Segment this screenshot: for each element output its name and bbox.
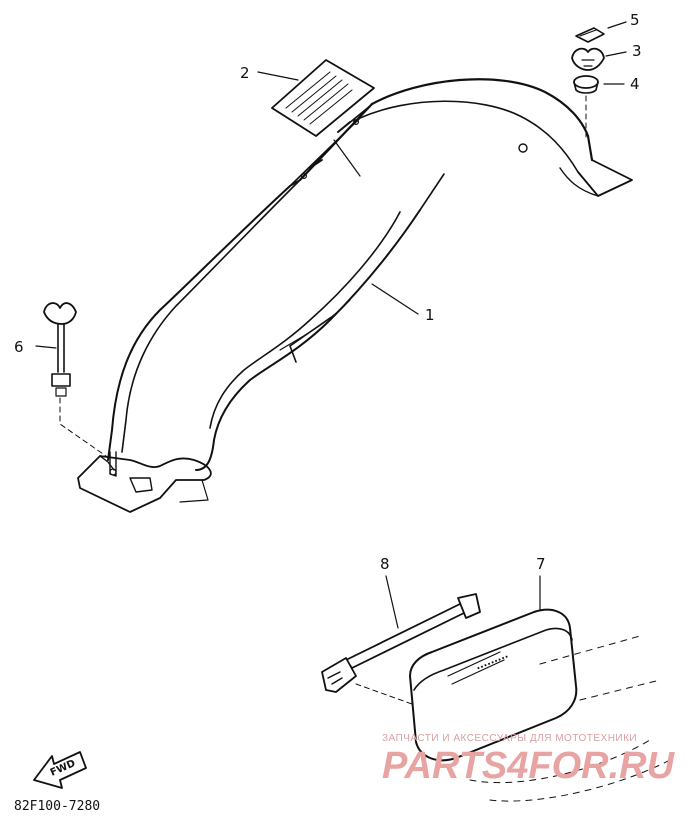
- watermark: ЗАПЧАСТИ И АКСЕССУАРЫ ДЛЯ МОТОТЕХНИКИ PA…: [382, 733, 676, 787]
- callout-5: 5: [630, 11, 640, 29]
- part-code: 82F100-7280: [14, 799, 100, 814]
- callout-6: 6: [14, 338, 24, 356]
- grommet: [573, 75, 625, 141]
- callout-1: 1: [425, 306, 435, 324]
- callout-3: 3: [632, 42, 642, 60]
- label-plate: [257, 59, 375, 177]
- callout-2: 2: [240, 64, 250, 82]
- clip: [575, 21, 627, 43]
- wing-nut: [571, 47, 627, 71]
- watermark-brand: PARTS4FOR.RU: [382, 745, 676, 787]
- wing-bolt: [35, 302, 107, 457]
- callout-4: 4: [630, 75, 640, 93]
- rear-fender: [77, 78, 633, 513]
- battery-strap: [321, 575, 481, 705]
- callout-8: 8: [380, 555, 390, 573]
- callout-7: 7: [536, 555, 546, 573]
- callout-numbers: 1 2 3 4 5 6 7 8: [14, 11, 642, 573]
- watermark-tagline: ЗАПЧАСТИ И АКСЕССУАРЫ ДЛЯ МОТОТЕХНИКИ: [382, 733, 637, 744]
- tool-case: ·········: [409, 575, 671, 802]
- fwd-arrow-icon: FWD: [33, 751, 87, 789]
